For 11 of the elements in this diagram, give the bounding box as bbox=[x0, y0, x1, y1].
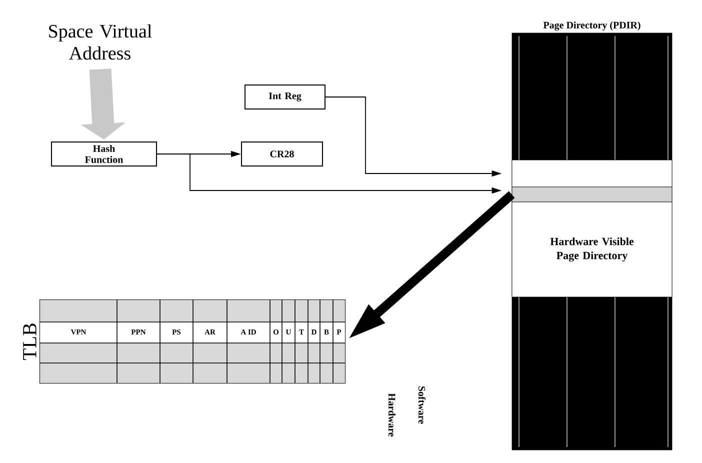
rotated-label: Hardware bbox=[388, 393, 396, 437]
directory-section: Hardware Visible Page Directory bbox=[512, 202, 672, 298]
rotated-label: Software bbox=[418, 386, 426, 424]
process-box: Hash Function bbox=[51, 141, 157, 167]
process-box: Int Reg bbox=[244, 84, 326, 110]
node-label: Page Directory (PDIR) bbox=[543, 21, 640, 31]
shaded-slot bbox=[512, 186, 672, 202]
heading-text: Space Virtual Address bbox=[49, 24, 152, 60]
process-box: CR28 bbox=[241, 142, 323, 166]
directory-slot bbox=[512, 160, 672, 188]
node-label: TLB bbox=[23, 324, 36, 360]
